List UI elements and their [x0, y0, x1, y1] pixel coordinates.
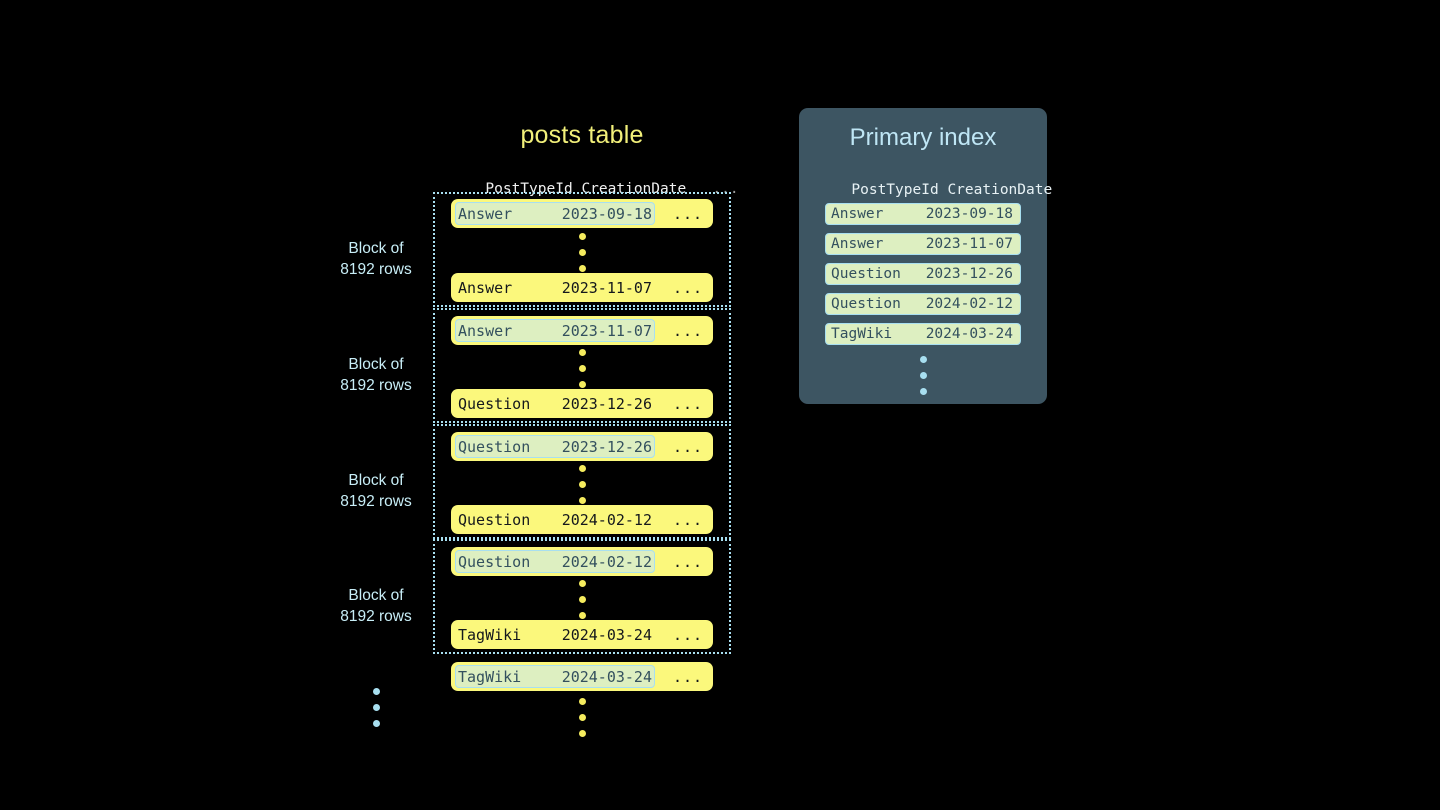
cell-post-type-id: Answer [458, 321, 513, 340]
cell-more: ... [673, 394, 704, 413]
cell-post-type-id: Question [831, 296, 901, 312]
cell-post-type-id: Question [458, 510, 531, 529]
cell-post-type-id: Answer [831, 236, 884, 252]
row-highlight-box: Answer 2023-09-18 [455, 202, 655, 225]
cell-post-type-id: Answer [458, 278, 513, 297]
cell-post-type-id: TagWiki [831, 326, 893, 342]
cell-more: ... [673, 625, 704, 644]
cell-creation-date: 2023-12-26 [561, 437, 652, 456]
cell-more: ... [673, 437, 704, 456]
blocks-ellipsis-vertical [369, 688, 383, 727]
block-frame-3 [433, 424, 731, 539]
cell-more: ... [673, 552, 704, 571]
cell-more: ... [673, 204, 704, 223]
cell-more: ... [673, 321, 704, 340]
index-row: Question 2023-12-26 [825, 263, 1021, 285]
cell-creation-date: 2024-03-24 [561, 667, 652, 686]
row-cells: Question 2023-12-26 [455, 392, 655, 415]
table-row: Answer 2023-09-18 ... [451, 199, 713, 228]
primary-index-panel: Primary index PostTypeId CreationDate An… [799, 108, 1052, 404]
block-frame-1 [433, 192, 731, 307]
cell-creation-date: 2023-11-07 [925, 236, 1013, 252]
block-label-2-line1: Block of [348, 356, 404, 373]
row-cells: Question 2024-02-12 [455, 508, 655, 531]
cell-creation-date: 2023-12-26 [561, 394, 652, 413]
table-ellipsis-vertical [575, 698, 589, 737]
cell-creation-date: 2024-03-24 [925, 326, 1013, 342]
cell-creation-date: 2024-02-12 [561, 510, 652, 529]
row-highlight-box: Question 2023-12-26 [455, 435, 655, 458]
cell-post-type-id: Answer [831, 206, 884, 222]
row-ellipsis-vertical [575, 233, 589, 272]
index-ellipsis-vertical [916, 356, 930, 395]
index-row: Answer 2023-09-18 [825, 203, 1021, 225]
cell-creation-date: 2023-12-26 [925, 266, 1013, 282]
block-label-4-line1: Block of [348, 587, 404, 604]
cell-creation-date: 2024-02-12 [925, 296, 1013, 312]
block-label-3: Block of 8192 rows [306, 471, 446, 512]
cell-creation-date: 2023-11-07 [561, 321, 652, 340]
cell-creation-date: 2024-03-24 [561, 625, 652, 644]
cell-post-type-id: Question [458, 437, 531, 456]
cell-post-type-id: TagWiki [458, 625, 522, 644]
posts-table-title: posts table [520, 121, 644, 149]
block-label-1-line1: Block of [348, 240, 404, 257]
table-row: TagWiki 2024-03-24 ... [451, 620, 713, 649]
block-label-1-line2: 8192 rows [340, 260, 412, 278]
block-label-2: Block of 8192 rows [306, 355, 446, 396]
index-column-header-post-type-id: PostTypeId [851, 182, 939, 198]
index-row: Answer 2023-11-07 [825, 233, 1021, 255]
cell-creation-date: 2023-11-07 [561, 278, 652, 297]
cell-creation-date: 2023-09-18 [925, 206, 1013, 222]
block-label-3-line2: 8192 rows [340, 492, 412, 510]
cell-more: ... [673, 278, 704, 297]
row-cells: Answer 2023-11-07 [455, 276, 655, 299]
cell-creation-date: 2024-02-12 [561, 552, 652, 571]
cell-post-type-id: Question [458, 552, 531, 571]
row-cells: TagWiki 2024-03-24 [455, 623, 655, 646]
table-row: TagWiki 2024-03-24 ... [451, 662, 713, 691]
cell-creation-date: 2023-09-18 [561, 204, 652, 223]
table-row: Answer 2023-11-07 ... [451, 273, 713, 302]
cell-post-type-id: Question [458, 394, 531, 413]
table-row: Question 2024-02-12 ... [451, 505, 713, 534]
cell-post-type-id: Answer [458, 204, 513, 223]
block-label-4-line2: 8192 rows [340, 607, 412, 625]
block-label-1: Block of 8192 rows [306, 239, 446, 280]
table-row: Question 2023-12-26 ... [451, 432, 713, 461]
block-label-3-line1: Block of [348, 472, 404, 489]
cell-post-type-id: TagWiki [458, 667, 522, 686]
index-column-header-creation-date: CreationDate [947, 182, 1053, 198]
row-highlight-box: Answer 2023-11-07 [455, 319, 655, 342]
cell-more: ... [673, 667, 704, 686]
primary-index-title: Primary index [849, 124, 997, 151]
row-highlight-box: Question 2024-02-12 [455, 550, 655, 573]
cell-more: ... [673, 510, 704, 529]
table-row: Question 2023-12-26 ... [451, 389, 713, 418]
row-ellipsis-vertical [575, 349, 589, 388]
table-row: Question 2024-02-12 ... [451, 547, 713, 576]
primary-index-column-headers: PostTypeId CreationDate [799, 166, 1052, 214]
cell-post-type-id: Question [831, 266, 901, 282]
block-label-2-line2: 8192 rows [340, 376, 412, 394]
row-ellipsis-vertical [575, 580, 589, 619]
block-frame-2 [433, 308, 731, 423]
block-label-4: Block of 8192 rows [306, 586, 446, 627]
block-frame-4 [433, 539, 731, 654]
row-highlight-box: TagWiki 2024-03-24 [455, 665, 655, 688]
index-row: TagWiki 2024-03-24 [825, 323, 1021, 345]
index-row: Question 2024-02-12 [825, 293, 1021, 315]
table-row: Answer 2023-11-07 ... [451, 316, 713, 345]
row-ellipsis-vertical [575, 465, 589, 504]
